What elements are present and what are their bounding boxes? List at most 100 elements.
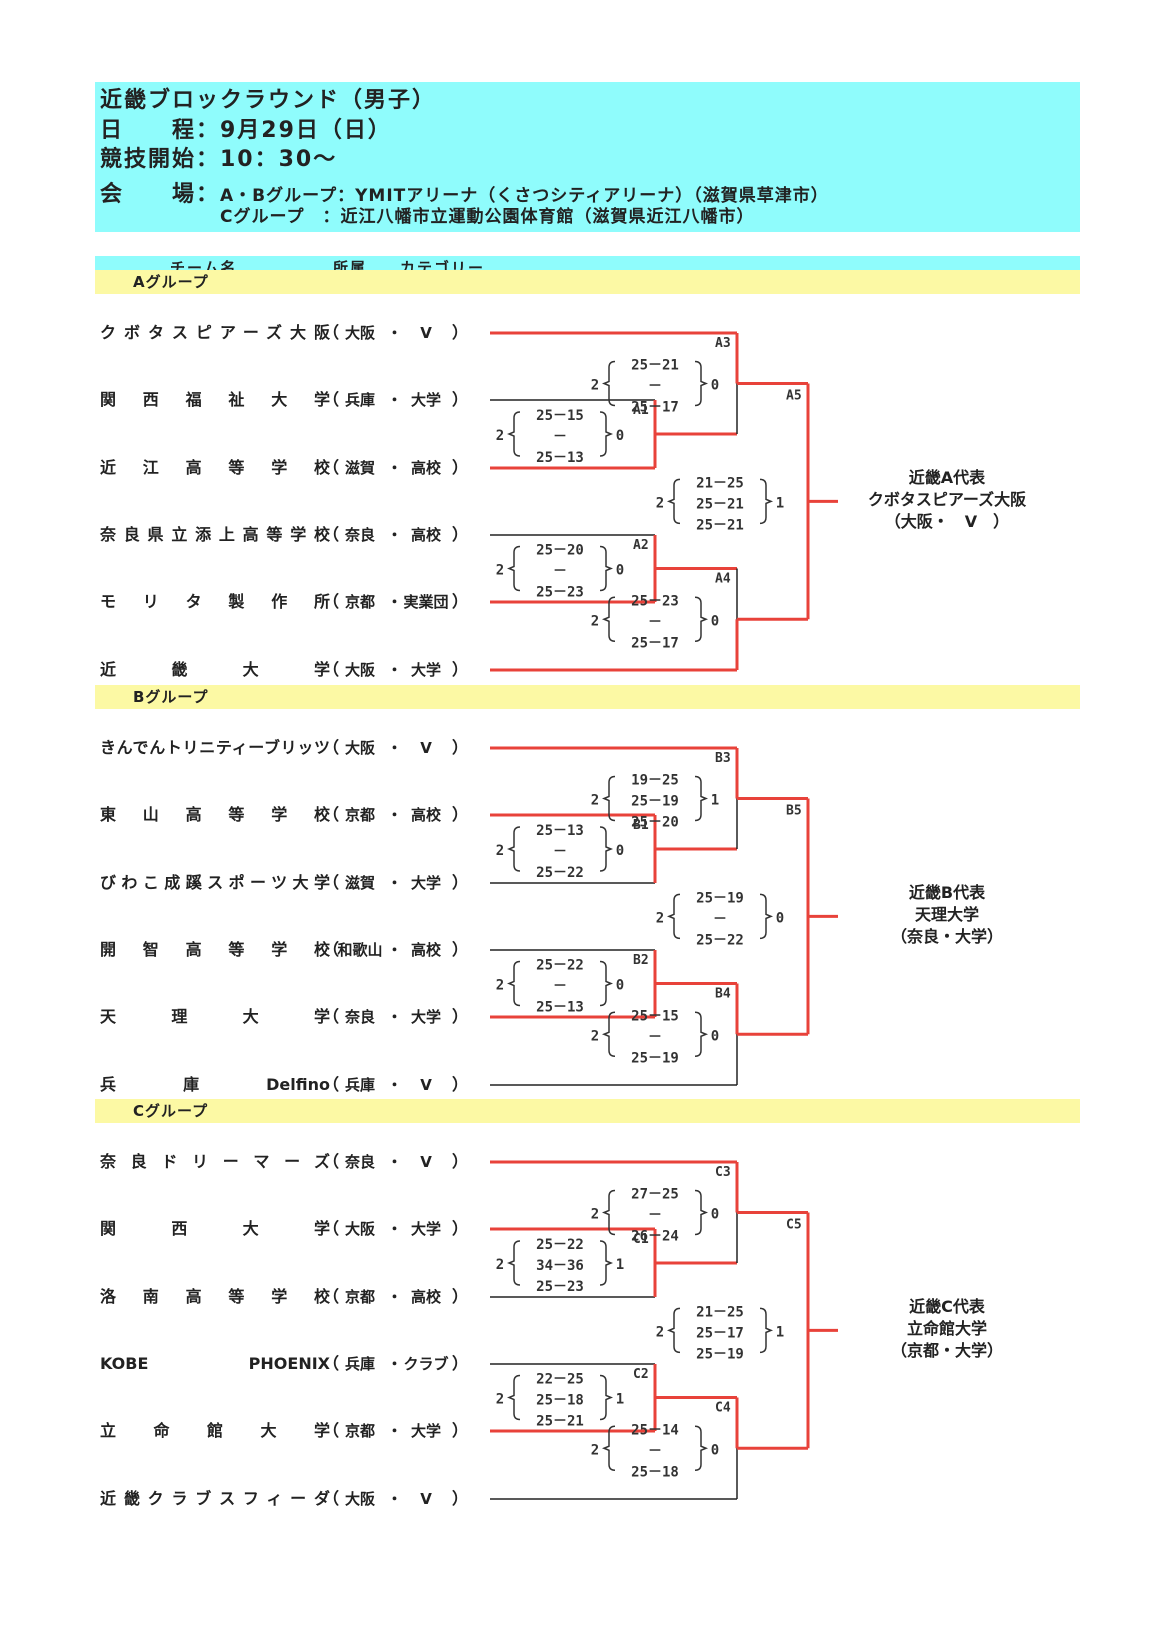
set-score-mid: － (648, 1029, 662, 1045)
set-score-bot: 25－18 (631, 1464, 679, 1480)
separator-dot: ・ (387, 874, 403, 892)
left-brace (601, 596, 616, 642)
right-brace (599, 826, 614, 872)
set-score-bot: 26－24 (631, 1229, 679, 1245)
separator-dot: ・ (387, 941, 403, 959)
sets-won-left: 2 (496, 978, 504, 994)
left-brace (506, 411, 521, 457)
team-name: 開智高等学校 (100, 940, 330, 959)
open-paren: （ (323, 323, 340, 342)
team-affiliation: 兵庫 (344, 1355, 375, 1373)
set-score-bot: 25－20 (631, 815, 679, 831)
close-paren: ） (452, 1489, 469, 1508)
close-paren: ） (452, 458, 469, 477)
team-name: モリタ製作所 (100, 592, 330, 611)
match-id: C5 (786, 1218, 802, 1233)
team-affiliation: 京都 (344, 1422, 375, 1440)
team-affiliation: 奈良 (344, 1153, 375, 1171)
set-score-top: 19－25 (631, 773, 679, 789)
set-score-top: 25－21 (631, 358, 679, 374)
team-affiliation: 大阪 (344, 324, 375, 342)
sets-won-left: 2 (591, 1028, 599, 1044)
separator-dot: ・ (387, 1076, 403, 1094)
representative-line: 天理大学 (914, 905, 979, 925)
set-score-top: 21－25 (696, 475, 744, 491)
left-brace (666, 1307, 681, 1354)
team-name: 関西大学 (100, 1219, 330, 1238)
sets-won-left: 2 (591, 793, 599, 809)
separator-dot: ・ (387, 1355, 403, 1373)
header-banner (95, 82, 1080, 232)
team-name: 天理大学 (100, 1007, 330, 1026)
set-score-bot: 25－17 (631, 400, 679, 416)
left-brace (666, 893, 681, 940)
separator-dot: ・ (387, 1008, 403, 1026)
team-affiliation: 大阪 (344, 661, 375, 679)
separator-dot: ・ (387, 1153, 403, 1171)
sets-won-right: 1 (616, 1257, 624, 1273)
representative-line: 近畿B代表 (908, 883, 986, 903)
separator-dot: ・ (387, 459, 403, 477)
sets-won-right: 1 (616, 1392, 624, 1408)
right-brace (759, 478, 774, 525)
set-score-bot: 25－13 (536, 1000, 584, 1016)
team-name: 兵庫Delfino (100, 1075, 330, 1094)
group-representative: 近畿A代表クボタスピアーズ大阪（大阪・ V ） (847, 467, 1047, 533)
team-category: クラブ (403, 1355, 449, 1373)
team-category: 大学 (410, 1220, 441, 1238)
right-brace (759, 1307, 774, 1354)
group-bar (95, 270, 1080, 294)
group-label: Bグループ (133, 688, 209, 706)
close-paren: ） (452, 1421, 469, 1440)
left-brace (506, 545, 521, 592)
left-brace (506, 1374, 521, 1421)
team-name: KOBE PHOENIX (100, 1354, 330, 1373)
team-category: 大学 (410, 874, 441, 892)
separator-dot: ・ (387, 593, 403, 611)
right-brace (694, 1011, 709, 1057)
date-line: 日 程：9月29日（日） (100, 118, 392, 143)
set-score-bot: 25－23 (536, 585, 584, 601)
representative-line: 立命館大学 (906, 1319, 987, 1339)
open-paren: （ (323, 525, 340, 544)
open-paren: （ (323, 592, 340, 611)
set-score-mid: － (553, 979, 567, 995)
set-score-top: 25－15 (631, 1008, 679, 1024)
team-affiliation: 奈良 (344, 1008, 375, 1026)
right-brace (599, 545, 614, 592)
sets-won-left: 2 (591, 613, 599, 629)
open-paren: （ (323, 1007, 340, 1026)
match-id: C2 (633, 1367, 649, 1382)
sets-won-right: 0 (616, 843, 624, 859)
sets-won-right: 0 (776, 910, 784, 926)
open-paren: （ (323, 1152, 340, 1171)
sets-won-left: 2 (656, 495, 664, 511)
team-category: 大学 (410, 391, 441, 409)
sets-won-left: 2 (656, 910, 664, 926)
separator-dot: ・ (387, 324, 403, 342)
match-id: B5 (786, 804, 802, 819)
set-score-top: 25－22 (536, 958, 584, 974)
left-brace (666, 478, 681, 525)
close-paren: ） (452, 525, 469, 544)
team-name: 近江高等学校 (100, 458, 330, 477)
venue-key: 会 場： (100, 182, 221, 207)
representative-line: クボタスピアーズ大阪 (867, 490, 1027, 510)
team-affiliation: 奈良 (344, 526, 375, 544)
team-name: 関西福祉大学 (100, 390, 330, 409)
match-id: B2 (633, 953, 649, 968)
left-brace (601, 360, 616, 407)
right-brace (599, 1374, 614, 1421)
right-brace (694, 596, 709, 642)
sets-won-left: 2 (496, 1257, 504, 1273)
set-score-bot: 25－21 (536, 1414, 584, 1430)
sets-won-left: 2 (591, 378, 599, 394)
team-category: V (420, 324, 432, 342)
set-score-bot: 25－22 (696, 932, 744, 948)
open-paren: （ (323, 805, 340, 824)
representative-line: （奈良・大学） (890, 927, 1003, 947)
close-paren: ） (452, 1354, 469, 1373)
team-category: 実業団 (403, 593, 449, 611)
set-score-mid: － (553, 844, 567, 860)
